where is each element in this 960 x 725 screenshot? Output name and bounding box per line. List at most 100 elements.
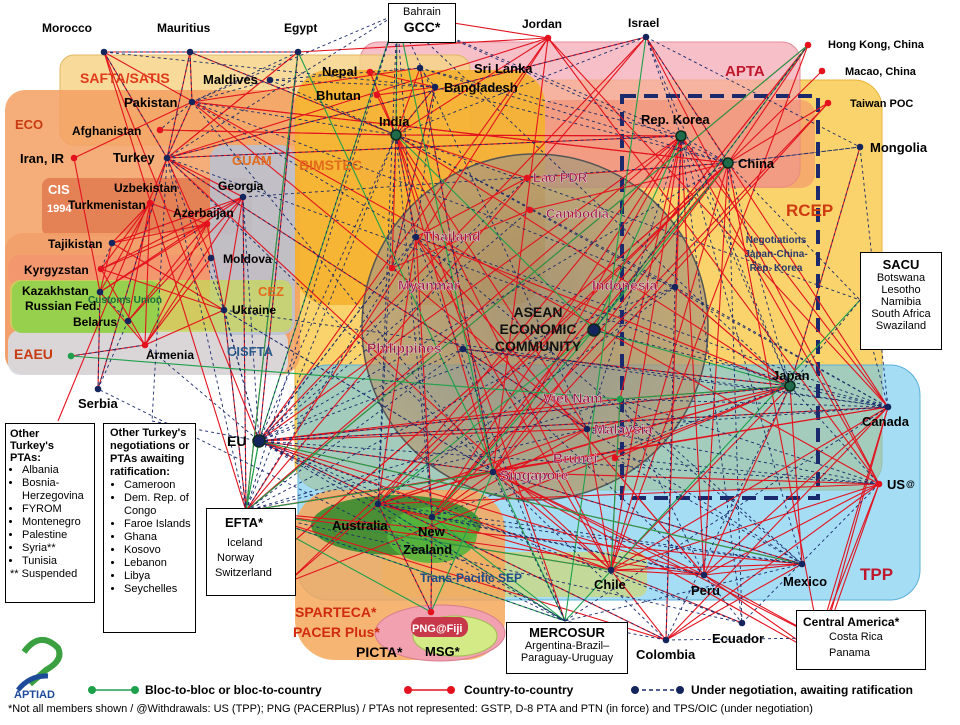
node-hong_kong[interactable] (804, 41, 812, 49)
node-moldova[interactable] (207, 254, 215, 262)
label-eu: EU (227, 433, 246, 449)
node-bangladesh[interactable] (431, 83, 439, 91)
list-item: Montenegro (22, 516, 94, 529)
node-myanmar[interactable] (388, 264, 396, 272)
node-mongolia[interactable] (856, 143, 864, 151)
node-mauritius[interactable] (186, 48, 194, 56)
node-nepal[interactable] (366, 68, 374, 76)
link-rep_korea-nz (431, 135, 682, 518)
node-eu[interactable] (252, 434, 266, 448)
negotiations-label-line-1: Negotiations (746, 235, 807, 246)
link-bahrain-eu (258, 13, 398, 442)
link-rep_korea-us (680, 135, 880, 485)
efta-title: EFTA* (225, 515, 264, 530)
node-egypt[interactable] (294, 48, 302, 56)
node-bhutan[interactable] (373, 91, 381, 99)
node-afghanistan[interactable] (156, 126, 164, 134)
list-item: Kosovo (124, 544, 195, 557)
node-rep_korea[interactable] (675, 130, 687, 142)
node-chile[interactable] (607, 566, 615, 574)
link-mexico-thailand (415, 236, 803, 565)
label-serbia: Serbia (78, 396, 119, 411)
node-iran[interactable] (70, 154, 78, 162)
node-china[interactable] (722, 157, 734, 169)
link-efta-georgia (242, 196, 247, 512)
node-australia[interactable] (374, 500, 382, 508)
link-japan-sacu (789, 299, 861, 387)
central-america-member: Panama (829, 647, 870, 659)
node-taiwan[interactable] (824, 99, 832, 107)
link-efta-viet_nam (245, 398, 621, 512)
link-rep_korea-canada (680, 135, 889, 408)
node-eaeu_node[interactable] (67, 352, 75, 360)
node-tajikistan[interactable] (108, 239, 116, 247)
node-macao[interactable] (818, 67, 826, 75)
node-mexico[interactable] (798, 560, 806, 568)
link-china-taiwan (727, 102, 829, 164)
node-colombia[interactable] (662, 636, 670, 644)
label-russian-fed: Russian Fed. (25, 299, 100, 313)
node-singapore[interactable] (489, 468, 497, 476)
label-ukraine: Ukraine (232, 303, 276, 317)
node-png[interactable] (427, 608, 435, 616)
node-israel[interactable] (642, 33, 650, 41)
label-peru: Peru (691, 583, 720, 598)
asean-label-line-2: ECONOMIC (500, 321, 577, 337)
link-india-mauritius (189, 51, 397, 136)
node-serbia[interactable] (94, 385, 102, 393)
node-cambodia[interactable] (526, 206, 534, 214)
node-pakistan[interactable] (188, 98, 196, 106)
label-ecuador: Ecuador (712, 631, 764, 646)
label-pakistan: Pakistan (124, 95, 178, 110)
link-thailand-mercosur (415, 236, 566, 622)
node-georgia[interactable] (239, 193, 247, 201)
node-sri_lanka[interactable] (416, 64, 424, 72)
node-viet_nam[interactable] (616, 395, 624, 403)
node-canada[interactable] (884, 403, 892, 411)
node-nz[interactable] (428, 513, 436, 521)
node-jordan[interactable] (544, 34, 552, 42)
node-thailand[interactable] (412, 233, 420, 241)
node-asean[interactable] (587, 323, 601, 337)
link-china-pakistan (191, 101, 729, 164)
cis-year-label: 1994 (47, 203, 72, 215)
label-belarus: Belarus (73, 315, 117, 329)
node-ecuador[interactable] (738, 619, 746, 627)
node-uzbekistan[interactable] (146, 199, 154, 207)
link-eaeu_node-viet_nam (70, 355, 621, 400)
label-kyrgyzstan: Kyrgyzstan (24, 263, 89, 277)
node-philippines[interactable] (459, 345, 467, 353)
link-viet_nam-peru (619, 398, 705, 576)
link-india-nz (395, 134, 433, 518)
node-turkey[interactable] (163, 154, 171, 162)
node-peru[interactable] (700, 571, 708, 579)
link-pakistan-singapore (191, 101, 494, 473)
link-cambodia-myanmar (391, 209, 531, 269)
node-azerbaijan[interactable] (203, 220, 211, 228)
regions (5, 41, 921, 662)
node-indonesia[interactable] (671, 283, 679, 291)
link-rep_korea-ecuador (680, 135, 743, 624)
node-maldives[interactable] (266, 76, 274, 84)
node-lao[interactable] (523, 174, 531, 182)
node-us[interactable] (875, 480, 883, 488)
link-pakistan-malaysia (191, 101, 588, 430)
link-eu-mercosur (258, 440, 566, 622)
node-kyrgyzstan[interactable] (97, 265, 105, 273)
sacu-box: SACU Botswana Lesotho Namibia South Afri… (860, 252, 942, 350)
node-ukraine[interactable] (220, 306, 228, 314)
link-uzbekistan-kazakhstan (99, 202, 151, 293)
label-chile: Chile (594, 577, 626, 592)
node-kazakhstan[interactable] (96, 288, 104, 296)
node-morocco[interactable] (100, 48, 108, 56)
node-belarus[interactable] (124, 317, 132, 325)
node-india[interactable] (390, 129, 402, 141)
link-efta-india (245, 134, 397, 512)
node-japan[interactable] (784, 380, 796, 392)
link-eu-efta (245, 440, 260, 512)
node-brunei[interactable] (611, 454, 619, 462)
node-armenia[interactable] (141, 341, 149, 349)
node-malaysia[interactable] (583, 425, 591, 433)
pacer-label: PACER Plus* (293, 624, 380, 640)
link-china-cambodia (529, 162, 729, 211)
